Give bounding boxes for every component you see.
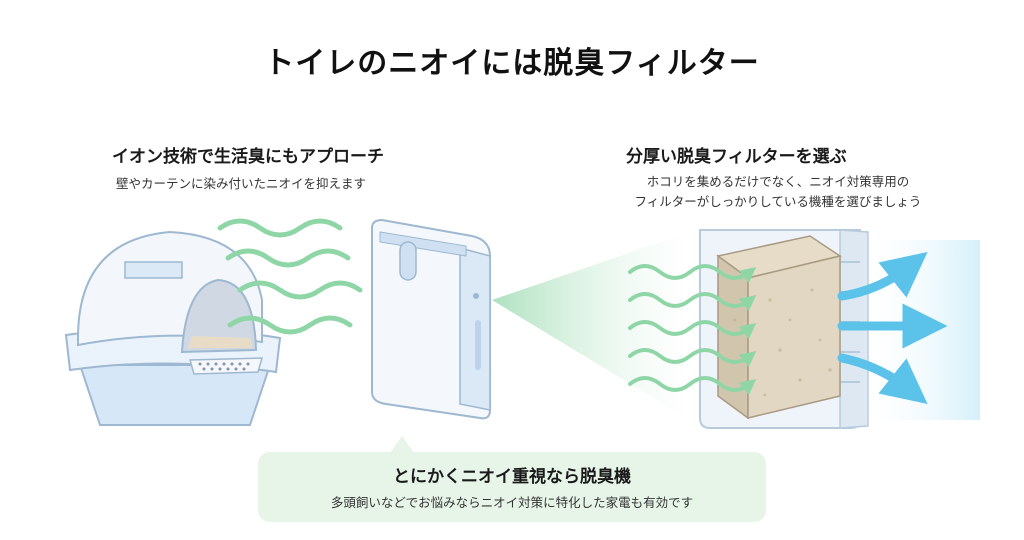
- airflow-beam: [492, 232, 690, 420]
- left-heading: イオン技術で生活臭にもアプローチ: [112, 147, 384, 167]
- right-description: ホコリを集めるだけでなく、ニオイ対策専用の フィルターがしっかりしている機種を選…: [578, 172, 978, 212]
- right-heading: 分厚い脱臭フィルターを選ぶ: [626, 147, 847, 167]
- page-title: トイレのニオイには脱臭フィルター: [264, 46, 760, 81]
- deodorizing-filter-icon: [716, 235, 842, 420]
- callout-box: とにかくニオイ重視なら脱臭機 多頭飼いなどでお悩みならニオイ対策に特化した家電も…: [258, 452, 766, 522]
- right-description-line-1: ホコリを集めるだけでなく、ニオイ対策専用の: [646, 174, 910, 189]
- left-description: 壁やカーテンに染み付いたニオイを抑えます: [116, 176, 367, 191]
- right-description-line-2: フィルターがしっかりしている機種を選びましょう: [634, 194, 922, 209]
- litter-box-icon: [64, 230, 282, 426]
- odor-waves-right: [628, 264, 757, 396]
- clean-air-arrows: [837, 251, 948, 405]
- odor-waves-left: [217, 218, 363, 335]
- callout-pointer: [390, 436, 414, 453]
- callout-heading: とにかくニオイ重視なら脱臭機: [393, 467, 631, 487]
- callout-description: 多頭飼いなどでお悩みならニオイ対策に特化した家電も有効です: [330, 495, 694, 510]
- air-purifier-icon: [371, 218, 491, 420]
